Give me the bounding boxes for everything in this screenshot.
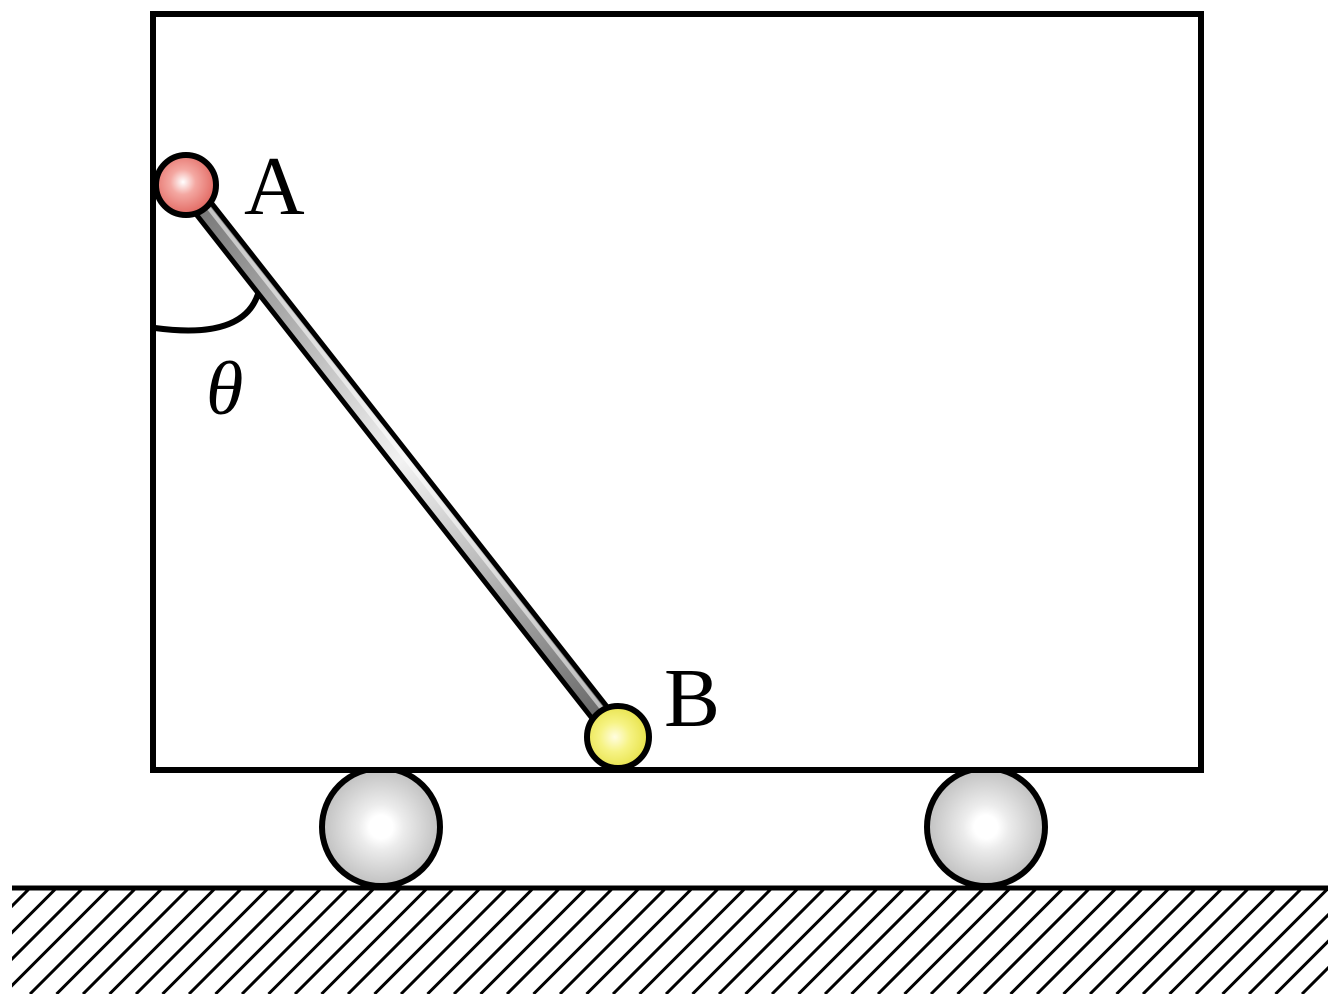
- ball-a: [153, 152, 219, 218]
- hatch-stroke: [1009, 888, 1118, 994]
- hatch-stroke: [240, 888, 350, 994]
- hatch-stroke: [12, 888, 32, 909]
- hatch-stroke: [1168, 888, 1277, 994]
- hatch-stroke: [161, 888, 270, 994]
- ground-hatching: [12, 888, 1328, 994]
- hatch-stroke: [320, 888, 429, 994]
- hatch-stroke: [664, 888, 774, 994]
- hatch-stroke: [55, 888, 164, 994]
- hatch-stroke: [187, 888, 297, 994]
- hatch-stroke: [81, 888, 191, 994]
- label-theta: θ: [206, 347, 243, 431]
- hatch-stroke: [982, 888, 1092, 994]
- cart-box: [150, 11, 1204, 773]
- label-a: A: [244, 140, 305, 233]
- hatch-stroke: [479, 888, 588, 994]
- hatch-stroke: [876, 888, 986, 994]
- hatch-stroke: [293, 888, 403, 994]
- hatch-stroke: [452, 888, 562, 994]
- hatch-stroke: [1194, 888, 1304, 994]
- hatch-stroke: [903, 888, 1012, 994]
- hatch-stroke: [1221, 888, 1328, 994]
- right-wheel: [924, 765, 1048, 889]
- hatch-stroke: [1247, 912, 1328, 994]
- hatch-stroke: [1300, 965, 1328, 994]
- hatch-stroke: [399, 888, 509, 994]
- hatch-stroke: [1062, 888, 1171, 994]
- hatch-stroke: [1141, 888, 1251, 994]
- hatch-stroke: [12, 888, 111, 988]
- hatch-stroke: [12, 888, 85, 962]
- hatch-stroke: [956, 888, 1065, 994]
- hatch-stroke: [558, 888, 668, 994]
- hatch-stroke: [346, 888, 456, 994]
- hatch-stroke: [744, 888, 853, 994]
- hatch-stroke: [1035, 888, 1145, 994]
- hatch-stroke: [929, 888, 1039, 994]
- hatch-stroke: [770, 888, 880, 994]
- hatch-stroke: [108, 888, 217, 994]
- hatch-stroke: [12, 888, 58, 935]
- ball-b: [584, 703, 652, 771]
- hatch-stroke: [691, 888, 800, 994]
- hatch-stroke: [1088, 888, 1198, 994]
- hatch-stroke: [267, 888, 376, 994]
- left-wheel: [319, 765, 443, 889]
- hatch-stroke: [823, 888, 933, 994]
- label-b: B: [664, 652, 720, 745]
- angle-arc: [154, 292, 261, 334]
- hatch-stroke: [611, 888, 721, 994]
- hatch-stroke: [373, 888, 482, 994]
- hatch-stroke: [426, 888, 535, 994]
- hatch-stroke: [717, 888, 827, 994]
- rod: [176, 178, 628, 744]
- hatch-stroke: [532, 888, 641, 994]
- hatch-stroke: [214, 888, 323, 994]
- hatch-stroke: [585, 888, 694, 994]
- hatch-stroke: [1115, 888, 1224, 994]
- hatch-stroke: [1274, 939, 1328, 994]
- hatch-stroke: [850, 888, 959, 994]
- hatch-stroke: [28, 888, 138, 994]
- hatch-stroke: [638, 888, 747, 994]
- hatch-stroke: [505, 888, 615, 994]
- hatch-stroke: [797, 888, 906, 994]
- hatch-stroke: [134, 888, 244, 994]
